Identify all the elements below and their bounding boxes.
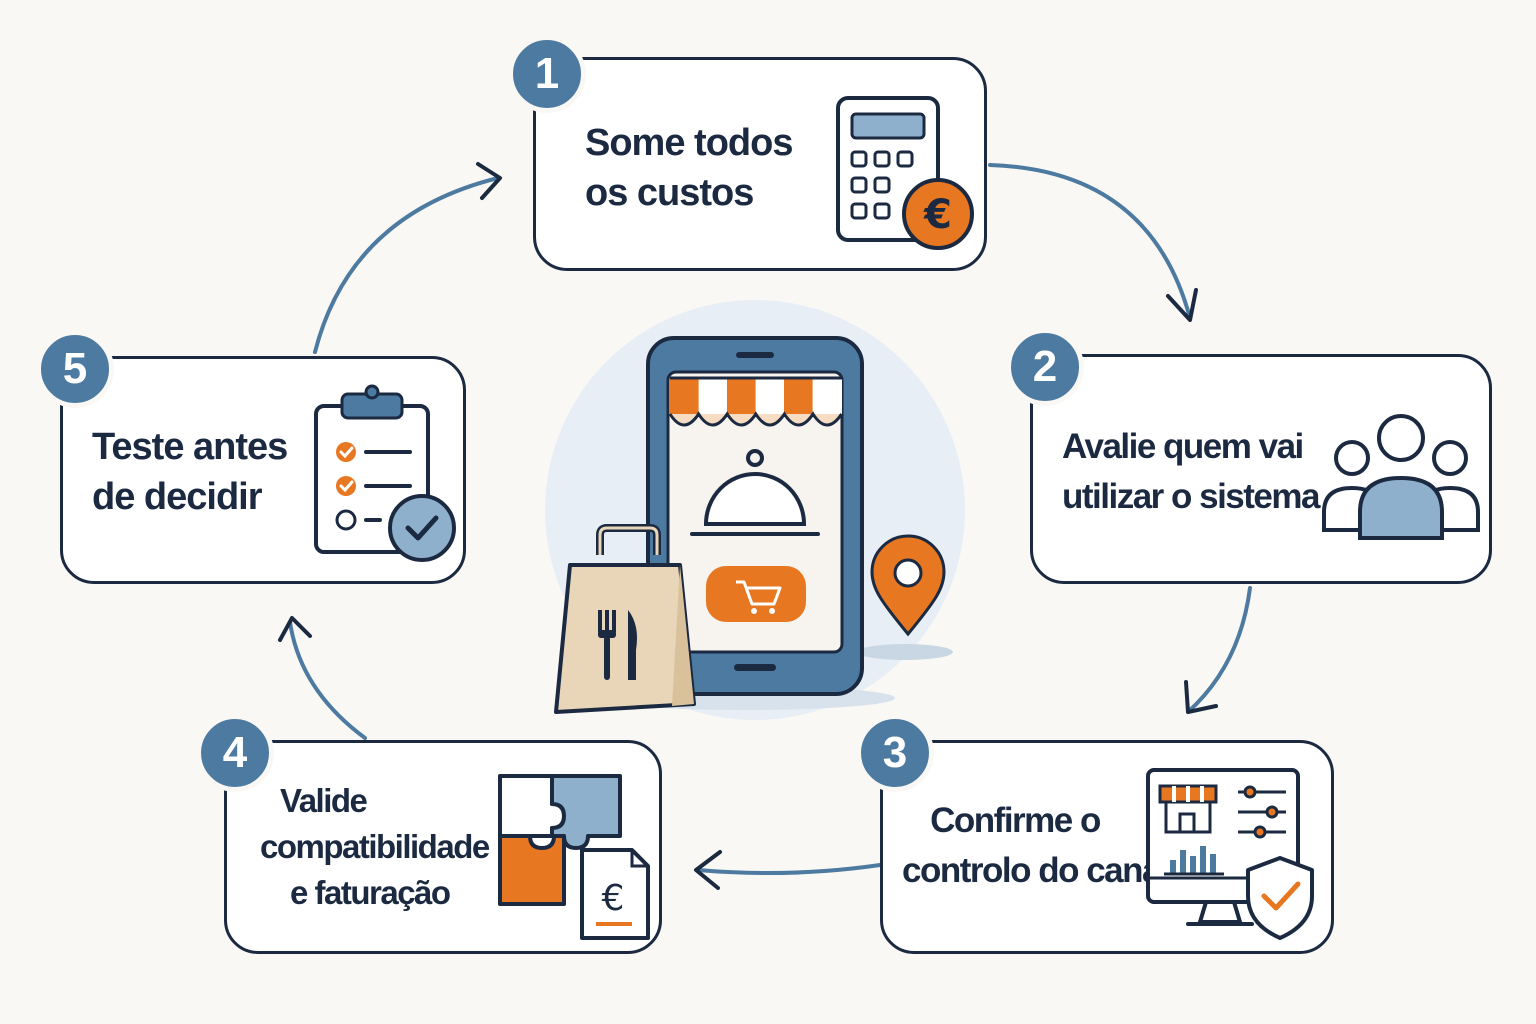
- step-5-label: Teste antes de decidir: [92, 422, 288, 522]
- step-2-label: Avalie quem vai utilizar o sistema: [1062, 422, 1320, 522]
- step-3-label: Confirme o controlo do canal: [902, 796, 1170, 896]
- puzzle-invoice-icon: €: [498, 774, 650, 940]
- slider-controls-icon: [1238, 785, 1286, 839]
- step-4-badge: 4: [196, 714, 274, 792]
- step-2-line-2: utilizar o sistema: [1062, 477, 1320, 516]
- step-1-line-1: Some todos: [585, 122, 793, 164]
- step-3-line-1: Confirme o: [930, 801, 1101, 840]
- mini-store-icon: [1158, 784, 1218, 834]
- cart-button: [706, 566, 806, 622]
- checklist-clipboard-icon: [314, 384, 456, 562]
- invoice-euro-symbol: €: [602, 878, 625, 919]
- users-group-icon: [1322, 414, 1480, 540]
- step-2-line-1: Avalie quem vai: [1062, 427, 1304, 466]
- step-4-label: Valide compatibilidade e faturação: [260, 778, 490, 916]
- invoice-euro-icon: €: [580, 848, 650, 940]
- store-awning-icon: [668, 376, 843, 427]
- step-5-badge: 5: [36, 330, 114, 408]
- step-3-badge: 3: [856, 714, 934, 792]
- step-5-line-2: de decidir: [92, 476, 263, 518]
- arrow-5-to-1: [313, 176, 500, 354]
- shopping-bag-icon: [554, 524, 696, 714]
- arrow-1-to-2: [988, 163, 1192, 320]
- step-4-line-1: Valide: [280, 782, 368, 819]
- step-1-label: Some todos os custos: [585, 118, 793, 218]
- arrow-3-to-4: [696, 863, 882, 876]
- step-3-line-2: controlo do canal: [902, 851, 1170, 890]
- calculator-euro-icon: €: [836, 96, 974, 250]
- step-5-line-1: Teste antes: [92, 426, 288, 468]
- cloche-icon: [690, 449, 820, 536]
- smartphone-icon: [646, 336, 864, 696]
- arrow-4-to-5: [288, 620, 367, 740]
- euro-symbol: €: [923, 192, 952, 238]
- step-4-line-3: e faturação: [290, 874, 451, 911]
- arrow-2-to-3: [1186, 586, 1252, 714]
- location-pin-icon: [870, 534, 946, 637]
- shield-check-icon: [1246, 856, 1314, 940]
- fork-knife-icon: [598, 610, 637, 680]
- step-2-badge: 2: [1006, 328, 1084, 406]
- store-dashboard-shield-icon: [1146, 768, 1314, 940]
- step-4-line-2: compatibilidade: [260, 828, 490, 865]
- step-1-line-2: os custos: [585, 172, 754, 214]
- step-1-badge: 1: [508, 35, 586, 113]
- step-2-card: [1030, 354, 1492, 584]
- bar-chart-icon: [1164, 846, 1224, 876]
